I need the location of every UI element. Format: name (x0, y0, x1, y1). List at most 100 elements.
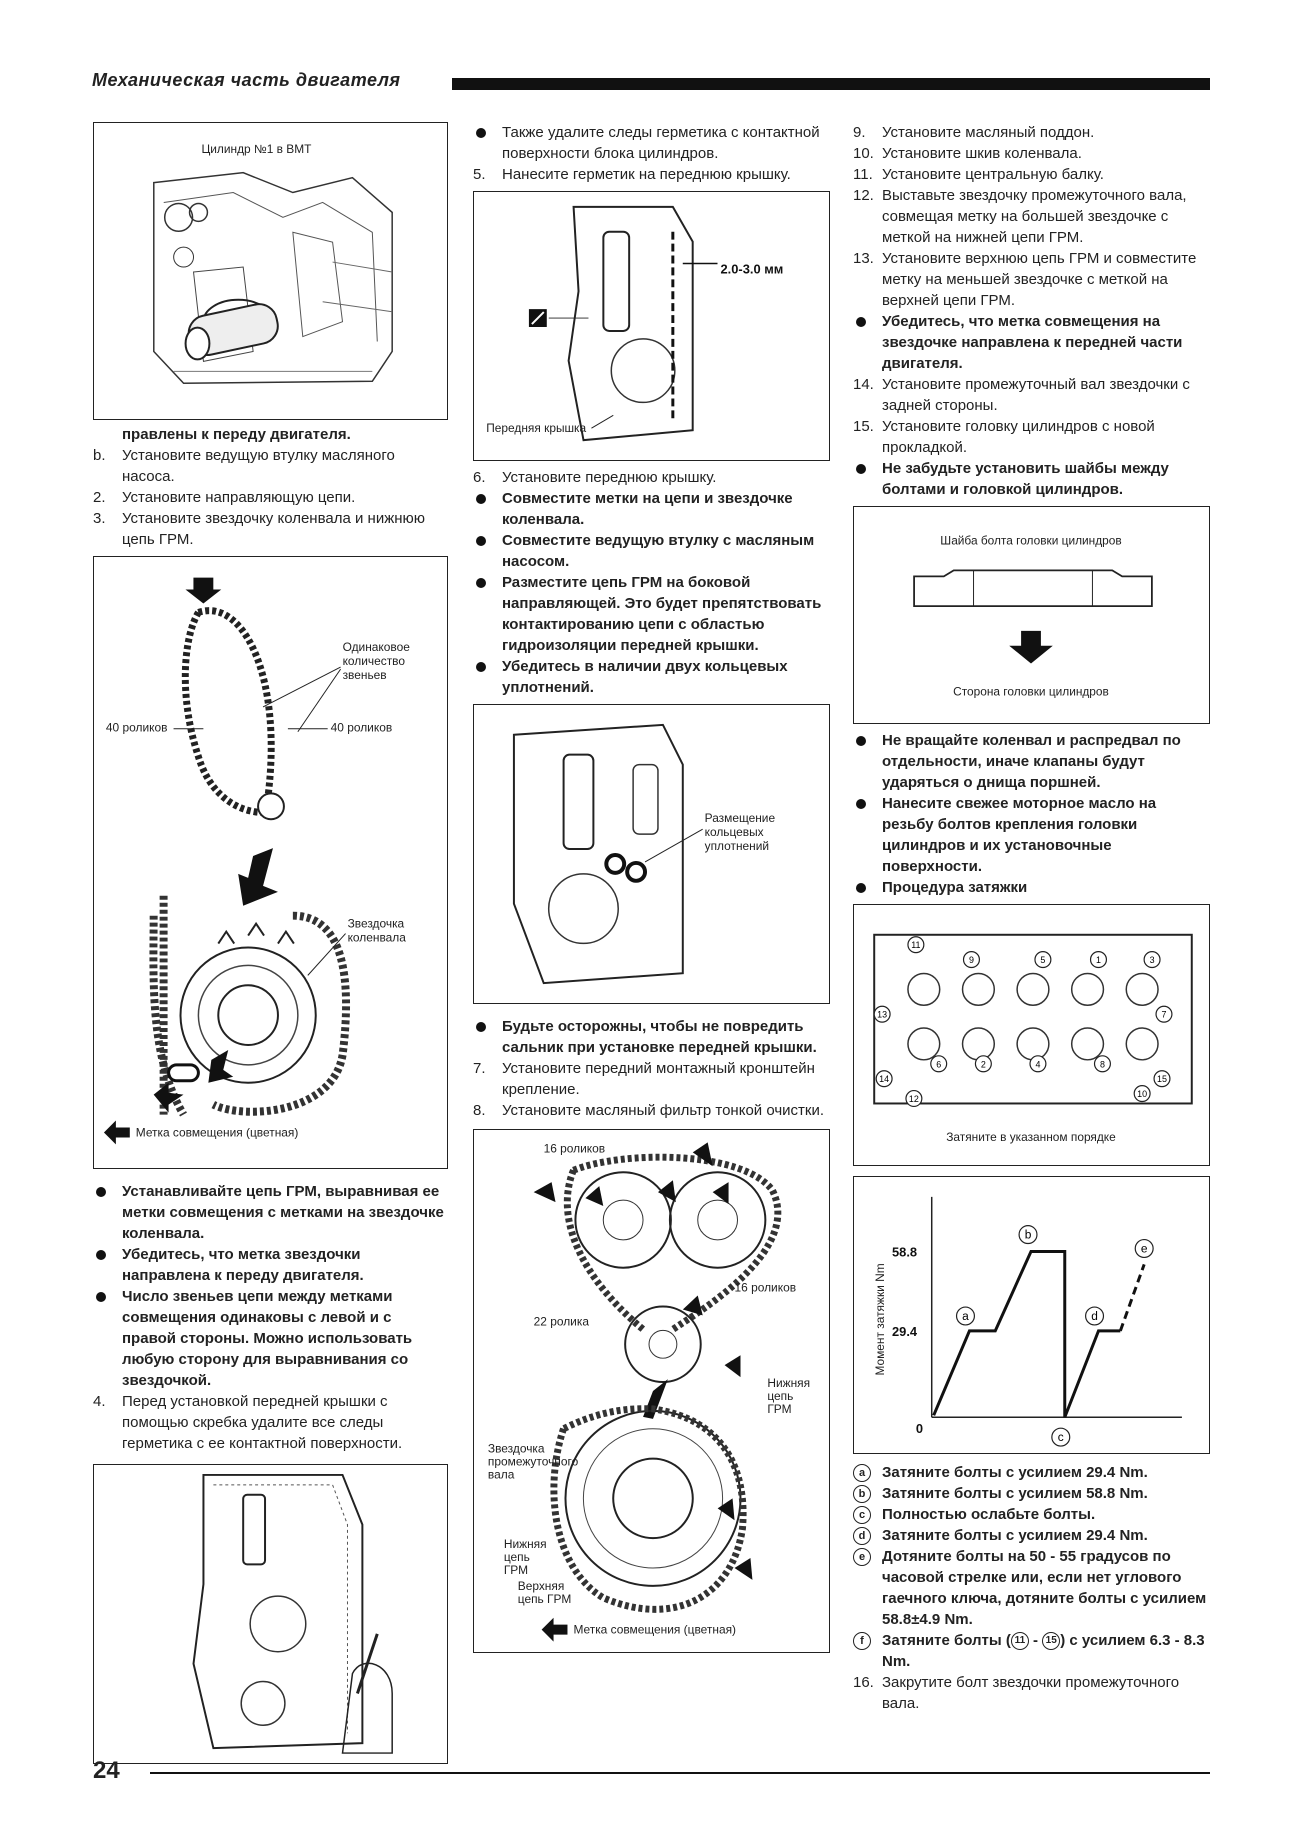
torque-label-letter: d (1091, 1309, 1098, 1323)
bolt-order-number: 3 (1150, 955, 1155, 965)
item-9-text: Установите масляный поддон. (882, 124, 1095, 141)
header-bar (452, 78, 1210, 90)
fig-cover-gap: 2.0-3.0 мм (720, 261, 783, 276)
torque-origin: 0 (916, 1421, 923, 1436)
bullet-m3-text: Разместите цепь ГРМ на боковой направляю… (502, 574, 822, 654)
bolt-order-number: 15 (1157, 1074, 1167, 1084)
column-middle: Также удалите следы герметика с контактн… (473, 122, 830, 1653)
item-b-text: Установите ведущую втулку масляного насо… (122, 447, 395, 485)
item-14: 14.Установите промежуточный вал звездочк… (853, 374, 1210, 416)
torque-label-letter: b (1025, 1228, 1032, 1242)
item-10-text: Установите шкив коленвала. (882, 145, 1082, 162)
item-15-num: 15. (853, 418, 874, 435)
step-f-post: ) с усилием 6.3 - 8.3 Nm. (882, 1632, 1205, 1670)
bolt-order-number: 7 (1161, 1010, 1166, 1020)
cam-bearing (961, 1027, 996, 1061)
bolt-order-number: 6 (936, 1059, 941, 1069)
item-10-num: 10. (853, 145, 874, 162)
item-7-num: 7. (473, 1060, 486, 1077)
item-b-num: b. (93, 447, 106, 464)
item-11: 11.Установите центральную балку. (853, 164, 1210, 185)
figure-washer: Шайба болта головки цилиндров Сторона го… (853, 506, 1210, 724)
item-7: 7. Установите передний монтажный кронштей… (473, 1058, 830, 1100)
fig-washer-bottom: Сторона головки цилиндров (953, 684, 1109, 698)
bolt-order-marker (1155, 1005, 1173, 1023)
item-9: 9.Установите масляный поддон. (853, 122, 1210, 143)
torque-label-circle (955, 1306, 976, 1326)
item-2: 2.Установите направляющую цепи. (93, 487, 448, 508)
page-header: Механическая часть двигателя (92, 70, 1210, 94)
item-6-num: 6. (473, 469, 486, 486)
fig-head-caption: Затяните в указанном порядке (946, 1130, 1116, 1144)
bullet-r4-text: Нанесите свежее моторное масло на резьбу… (882, 795, 1157, 875)
torque-step-letter: d (853, 1527, 871, 1545)
item-5-text: Нанесите герметик на переднюю крышку. (502, 166, 791, 183)
bolt-order-marker (1089, 951, 1108, 969)
front-cover-sealant-illustration: 2.0-3.0 мм Передняя крышка (486, 205, 783, 442)
bullet-r3: Не вращайте коленвал и распредвал по отд… (853, 730, 1210, 793)
bullet-r4: Нанесите свежее моторное масло на резьбу… (853, 793, 1210, 877)
footer-line (150, 1772, 1210, 1774)
figure-cylinder-tdc: Цилиндр №1 в ВМТ (93, 122, 448, 420)
bolt-order-marker (1143, 951, 1161, 969)
torque-step: d Затяните болты с усилием 29.4 Nm. (853, 1525, 1210, 1546)
item-12-num: 12. (853, 187, 874, 204)
item-5-num: 5. (473, 166, 486, 183)
item-3-text: Установите звездочку коленвала и нижнюю … (122, 510, 426, 548)
bolt-order-number: 11 (911, 940, 920, 950)
torque-step-text: Затяните болты с усилием 29.4 Nm. (882, 1464, 1148, 1481)
torque-step-text: Затяните болты с усилием 29.4 Nm. (882, 1527, 1148, 1544)
cam-bearing (907, 972, 941, 1006)
cam-bearing (907, 1027, 941, 1061)
step-f-n2: 15 (1042, 1632, 1061, 1651)
item-11-text: Установите центральную балку. (882, 166, 1104, 183)
cam-bearing (1125, 1027, 1159, 1061)
cam-bearing (1016, 972, 1050, 1006)
item-8-text: Установите масляный фильтр тонкой очистк… (502, 1102, 825, 1119)
bolt-order-number: 8 (1100, 1059, 1105, 1069)
item-3: 3.Установите звездочку коленвала и нижню… (93, 508, 448, 550)
bolt-order-marker (930, 1055, 948, 1073)
step-f-pre: Затяните болты ( (882, 1632, 1011, 1649)
figure-scraper (93, 1464, 448, 1764)
bolt-order-marker (1093, 1055, 1111, 1073)
item-7-text: Установите передний монтажный кронштейн … (502, 1060, 815, 1098)
bullet-2: Убедитесь, что метка звездочки направлен… (93, 1244, 448, 1286)
bullet-top: Также удалите следы герметика с контактн… (473, 122, 830, 164)
item-5: 5. Нанесите герметик на переднюю крышку. (473, 164, 830, 185)
fig1-label: Цилиндр №1 в ВМТ (201, 142, 311, 156)
item-13: 13.Установите верхнюю цепь ГРМ и совмест… (853, 248, 1210, 311)
bullet-3-text: Число звеньев цепи между метками совмеще… (122, 1288, 413, 1389)
item-10: 10. Установите шкив коленвала. (853, 143, 1210, 164)
torque-step-text: Полностью ослабьте болты. (882, 1506, 1096, 1523)
item-13-text: Установите верхнюю цепь ГРМ и совместите… (882, 250, 1197, 309)
item-14-text: Установите промежуточный вал звездочки с… (882, 376, 1190, 414)
torque-label-circle (1134, 1238, 1154, 1259)
cam-bearing (1070, 1027, 1105, 1061)
fig-cover-front: Передняя крышка (486, 421, 586, 435)
bolt-order-marker (1133, 1085, 1151, 1103)
front-cover-scraper-illustration (192, 1473, 393, 1754)
item-16-text: Закрутите болт звездочки промежуточного … (882, 1674, 1180, 1712)
item-2-text: Установите направляющую цепи. (122, 489, 356, 506)
torque-label-circle (1051, 1427, 1071, 1447)
fig-chain-r16a: 16 роликов (544, 1141, 606, 1155)
cam-bearing (1070, 972, 1105, 1006)
item-12: 12.Выставьте звездочку промежуточного ва… (853, 185, 1210, 248)
torque-label-letter: a (962, 1309, 969, 1323)
text-cont1: правлены к переду двигателя. (122, 426, 351, 443)
step-f-letter: f (853, 1632, 871, 1650)
bolt-order-number: 12 (909, 1094, 919, 1104)
torque-step-letter: c (853, 1506, 871, 1524)
bolt-order-number: 1 (1096, 955, 1101, 965)
bolt-order-marker (1153, 1070, 1171, 1088)
